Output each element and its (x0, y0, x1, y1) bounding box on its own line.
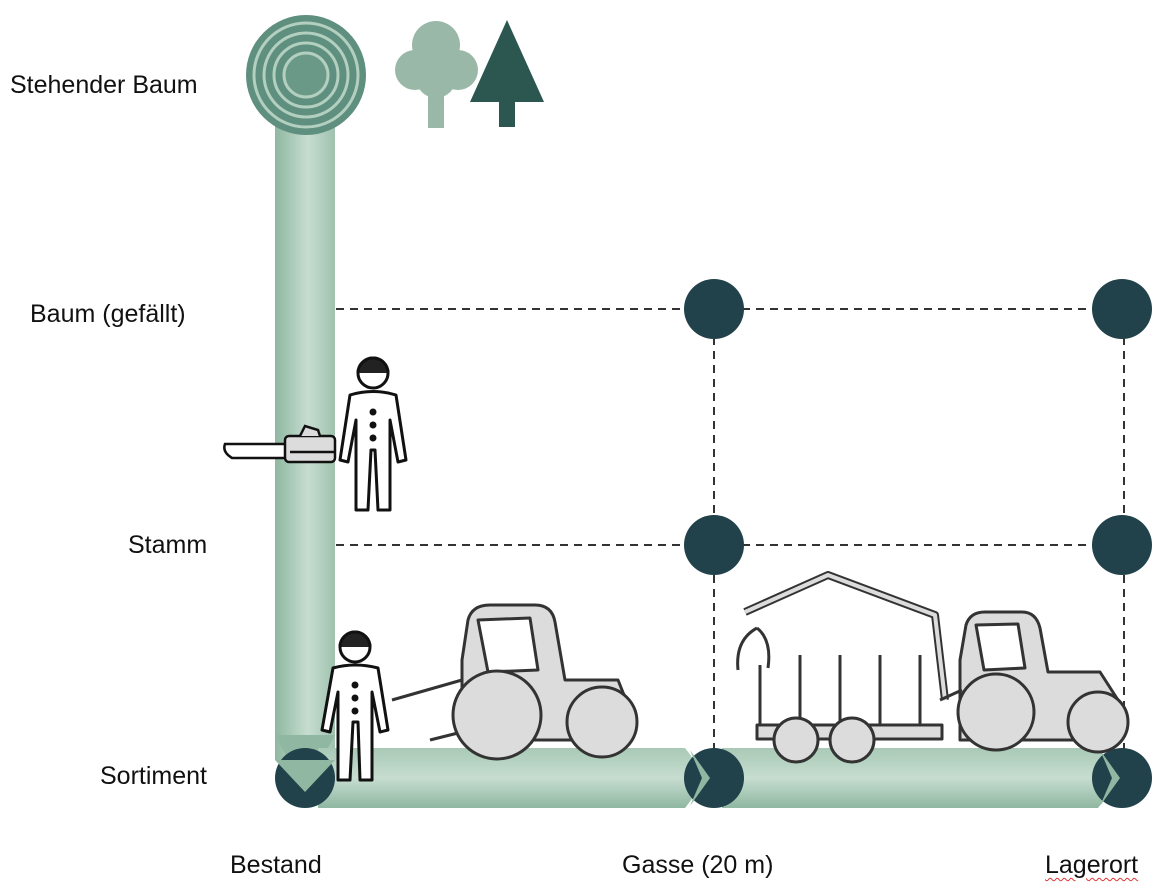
horizontal-flow-arrow-2 (722, 748, 1120, 808)
vertical-arrow-tip (275, 760, 335, 792)
worker-icon (338, 356, 408, 512)
location-label-gasse: Gasse (20 m) (622, 851, 774, 879)
level-label-stamm: Stamm (128, 531, 208, 559)
node-gasse-stamm (684, 515, 744, 575)
deciduous-tree-icon (395, 21, 478, 128)
level-label-baum-gefaellt: Baum (gefällt) (30, 300, 186, 328)
node-lagerort-baum (1092, 279, 1152, 339)
location-label-lagerort: Lagerort (1045, 851, 1139, 879)
level-label-stehender-baum: Stehender Baum (10, 71, 198, 99)
forwarder-icon (736, 571, 1130, 764)
worker-icon (320, 630, 390, 782)
tree-rings-icon (246, 15, 366, 135)
chainsaw-icon (223, 424, 337, 464)
node-lagerort-stamm (1092, 515, 1152, 575)
arrow-tip-lagerort (1100, 750, 1120, 806)
location-label-bestand: Bestand (230, 851, 322, 879)
horizontal-flow-arrow-1 (318, 748, 708, 808)
arrow-tip-gasse (690, 750, 710, 806)
level-label-sortiment: Sortiment (100, 762, 207, 790)
node-lagerort-sortiment (1092, 748, 1152, 808)
skidder-tractor-icon (391, 603, 639, 761)
conifer-tree-icon (470, 20, 544, 127)
node-gasse-baum (684, 279, 744, 339)
